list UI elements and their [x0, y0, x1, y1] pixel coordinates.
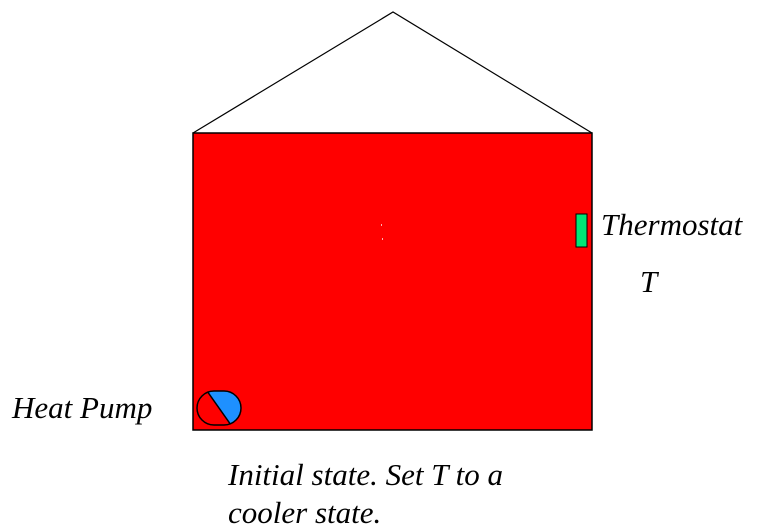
heat-pump-icon[interactable] [196, 390, 242, 426]
thermostat-label: Thermostat [601, 207, 743, 242]
room-marks [381, 224, 383, 240]
thermostat-icon[interactable] [575, 213, 588, 248]
house-roof [192, 11, 593, 134]
thermostat-setting-label: T [640, 264, 658, 299]
caption: Initial state. Set T to a cooler state. [228, 457, 503, 530]
house-room [192, 132, 593, 431]
heat-pump-label: Heat Pump [12, 390, 153, 425]
